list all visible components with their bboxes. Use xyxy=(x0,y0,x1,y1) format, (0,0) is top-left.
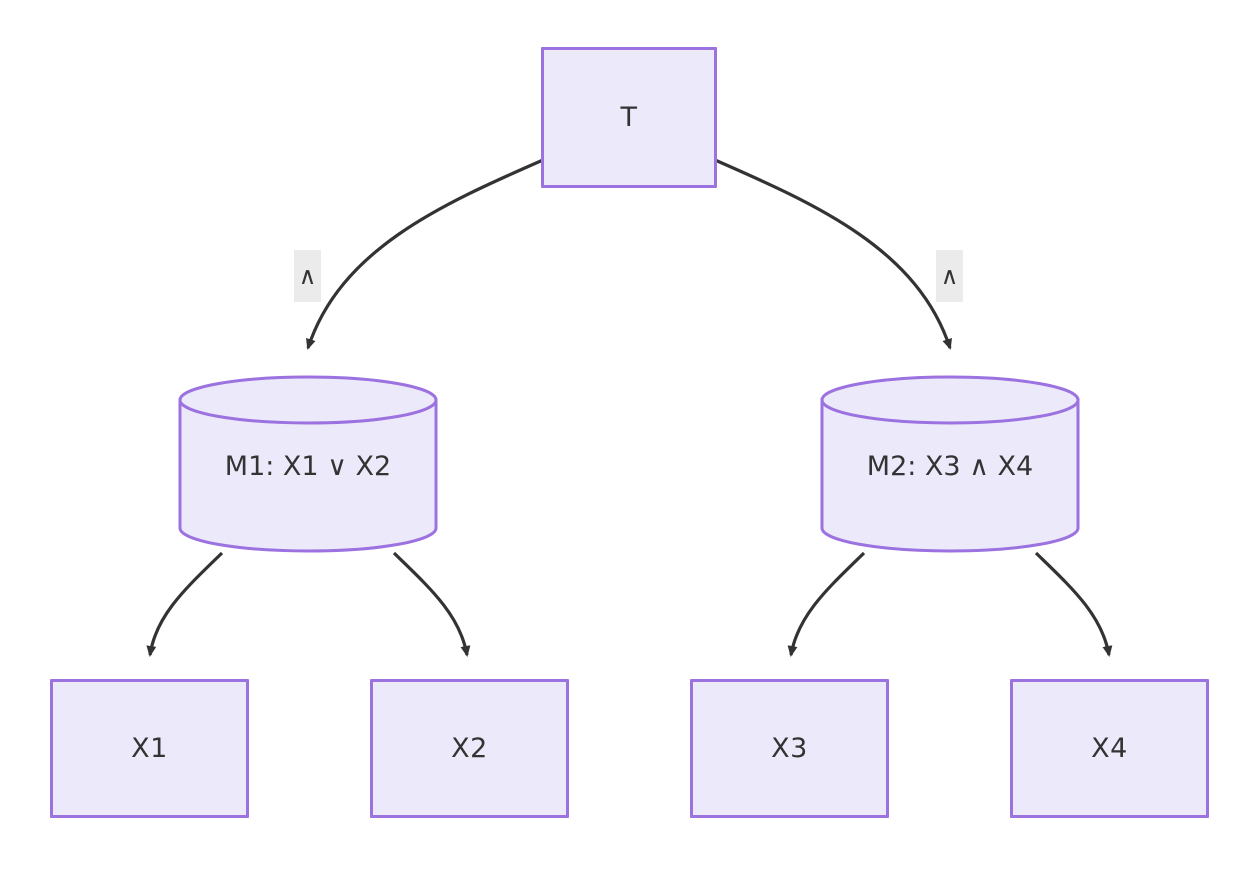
cylinder-body xyxy=(178,398,438,553)
edge-m1-x2 xyxy=(392,551,471,657)
node-x3-label: X3 xyxy=(771,733,808,764)
edge-m1-x1 xyxy=(146,551,224,657)
node-x1[interactable]: X1 xyxy=(50,679,249,818)
node-t[interactable]: T xyxy=(541,47,717,188)
edge-label-t-m2: ∧ xyxy=(936,250,963,302)
edge-t-m2 xyxy=(714,158,952,350)
node-m2[interactable]: M2: X3 ∧ X4 xyxy=(820,375,1080,553)
cylinder-top xyxy=(178,375,438,425)
node-x4[interactable]: X4 xyxy=(1010,679,1209,818)
edge-m2-x3 xyxy=(787,551,866,657)
edge-label-t-m1: ∧ xyxy=(294,250,321,302)
cylinder-top xyxy=(820,375,1080,425)
node-x1-label: X1 xyxy=(131,733,168,764)
node-x2-label: X2 xyxy=(451,733,488,764)
node-t-label: T xyxy=(620,102,638,133)
node-x3[interactable]: X3 xyxy=(690,679,889,818)
node-m2-label: M2: X3 ∧ X4 xyxy=(866,451,1034,482)
node-m1[interactable]: M1: X1 ∨ X2 xyxy=(178,375,438,553)
node-m1-label: M1: X1 ∨ X2 xyxy=(224,451,392,482)
cylinder-body xyxy=(820,398,1080,553)
edge-m2-x4 xyxy=(1034,551,1113,657)
node-x2[interactable]: X2 xyxy=(370,679,569,818)
edge-t-m1 xyxy=(306,158,544,350)
node-x4-label: X4 xyxy=(1091,733,1128,764)
